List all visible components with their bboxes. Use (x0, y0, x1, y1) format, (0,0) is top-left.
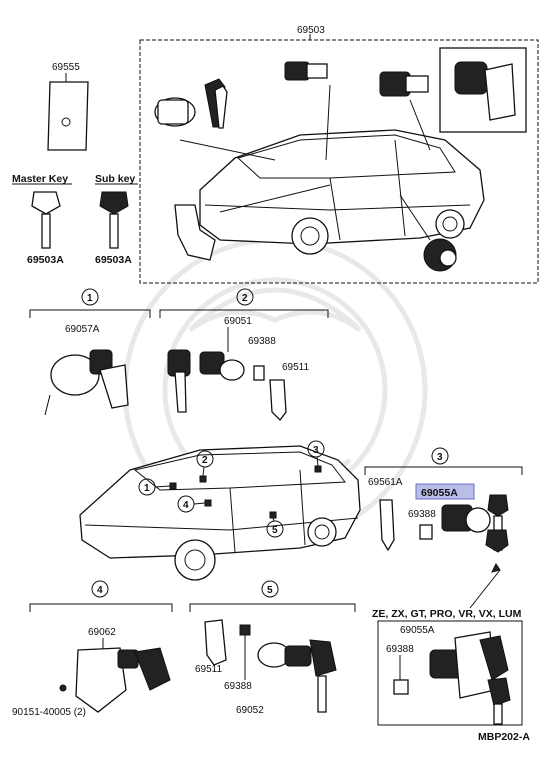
group-5-part-b: 69388 (224, 681, 252, 692)
car-callout-2: 2 (202, 455, 208, 466)
variant-note: ZE, ZX, GT, PRO, VR, VX, LUM (372, 608, 522, 620)
sub-key-part: 69503A (95, 254, 132, 266)
group-5-number: 5 (267, 585, 273, 596)
sub-key-label: Sub key (95, 173, 135, 185)
blank-plate: 69555 (47, 62, 89, 151)
group-5-part-a: 69511 (195, 664, 223, 675)
group-2: 2 69051 69388 69511 (159, 288, 329, 421)
group-3-part-a: 69561A (368, 477, 403, 488)
car-illustration-middle: 1 2 3 4 5 (79, 440, 361, 581)
car-callout-4: 4 (183, 500, 189, 511)
ignition-cylinder-top (154, 78, 228, 129)
door-cylinder-top (284, 61, 328, 81)
group-4-part-b: 90151-40005 (2) (12, 707, 86, 718)
master-key-label: Master Key (12, 173, 68, 185)
figure-code: MBP202-A (478, 731, 530, 743)
group-2-part-c: 69511 (282, 362, 310, 373)
car-callout-1: 1 (144, 483, 150, 494)
highlight-box (415, 483, 475, 500)
fuel-lid-lock-top (423, 238, 457, 272)
group-1: 1 69057A (29, 288, 151, 416)
variant-frame (377, 620, 523, 726)
master-key-part: 69503A (27, 254, 64, 266)
key-set-box: 69503 (139, 25, 539, 284)
key-set-frame (139, 39, 539, 284)
car-callout-3: 3 (313, 445, 319, 456)
group-3: 3 69561A 69055A 69388 (364, 447, 523, 609)
set-part-label: 69503 (297, 25, 325, 36)
blank-plate-label: 69555 (52, 62, 80, 73)
trunk-cylinder-top (379, 71, 429, 97)
variant-part-a: 69055A (400, 625, 435, 636)
car-callout-5: 5 (272, 525, 278, 536)
group-5-part-c: 69052 (236, 705, 264, 716)
master-key: Master Key 69503A (12, 173, 72, 266)
group-4-part-a: 69062 (88, 627, 116, 638)
variant-box: ZE, ZX, GT, PRO, VR, VX, LUM 69055A 6938… (372, 608, 523, 726)
sub-key: Sub key 69503A (95, 173, 138, 266)
group-2-part-b: 69388 (248, 336, 276, 347)
glovebox-lock-detail (439, 47, 527, 133)
group-1-number: 1 (87, 293, 93, 304)
variant-part-b: 69388 (386, 644, 414, 655)
group-3-part-c: 69388 (408, 509, 436, 520)
group-2-number: 2 (242, 293, 248, 304)
group-1-part-a: 69057A (65, 324, 100, 335)
group-3-number: 3 (437, 452, 443, 463)
group-3-part-b: 69055A (421, 487, 458, 499)
car-illustration-top (179, 84, 485, 255)
group-2-part-a: 69051 (224, 316, 252, 327)
group-5: 5 69511 69388 69052 (189, 580, 356, 716)
group-4: 4 69062 90151-40005 (2) (12, 580, 173, 718)
hood-release-top (174, 204, 216, 261)
group-4-number: 4 (97, 585, 103, 596)
